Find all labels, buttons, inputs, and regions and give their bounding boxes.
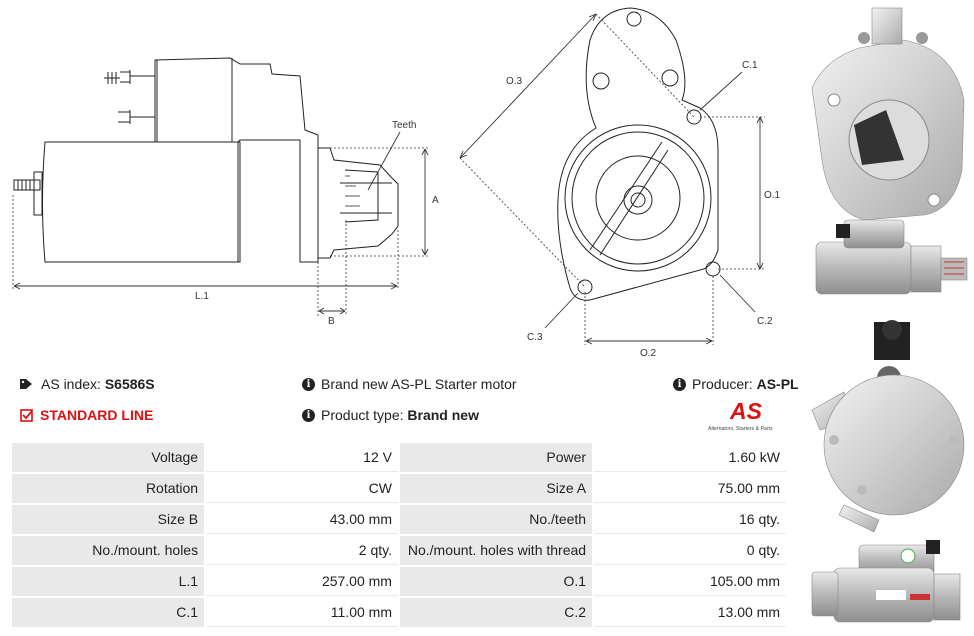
dimension-a-label: A bbox=[432, 195, 439, 206]
product-type-label: Product type: bbox=[321, 407, 404, 423]
flange-outline bbox=[557, 7, 719, 301]
photo-flange-front bbox=[811, 7, 965, 221]
spec-key: No./teeth bbox=[399, 505, 593, 534]
checkbox-icon bbox=[20, 408, 33, 422]
dimension-l1-label: L.1 bbox=[195, 291, 209, 302]
spec-key: Size A bbox=[399, 474, 593, 503]
teeth-label: Teeth bbox=[392, 120, 416, 131]
technical-drawing: Teeth A L.1 B O.3 C.1 bbox=[12, 7, 781, 359]
brand-label: Brand new AS-PL Starter motor bbox=[321, 376, 517, 392]
dimension-c1-label: C.1 bbox=[742, 60, 758, 71]
svg-text:Alternators, Starters & Parts: Alternators, Starters & Parts bbox=[708, 426, 773, 432]
spec-value: 257.00 mm bbox=[206, 567, 398, 596]
dimension-c3-label: C.3 bbox=[527, 332, 543, 343]
info-icon: i bbox=[302, 377, 315, 391]
motor-body-outline bbox=[42, 141, 241, 263]
spec-key: No./mount. holes bbox=[12, 536, 205, 565]
producer-label: Producer: bbox=[692, 376, 753, 392]
dimension-b-label: B bbox=[328, 316, 335, 327]
spec-value: 2 qty. bbox=[206, 536, 398, 565]
spec-value: 13.00 mm bbox=[594, 598, 786, 627]
photo-side-view bbox=[815, 219, 968, 295]
as-pl-logo: AS Alternators, Starters & Parts bbox=[708, 398, 773, 432]
spec-key: C.2 bbox=[399, 598, 593, 627]
spec-key: L.1 bbox=[12, 567, 205, 596]
as-index-label: AS index: bbox=[41, 376, 101, 392]
solenoid-outline bbox=[154, 57, 319, 263]
product-photos bbox=[811, 7, 968, 623]
dimension-c2-label: C.2 bbox=[757, 316, 773, 327]
info-icon: i bbox=[673, 377, 686, 391]
dimension-o3-label: O.3 bbox=[506, 76, 523, 87]
svg-text:AS: AS bbox=[729, 398, 763, 424]
brand-row: i Brand new AS-PL Starter motor bbox=[302, 376, 517, 392]
spec-value: 43.00 mm bbox=[206, 505, 398, 534]
tag-icon bbox=[20, 379, 32, 389]
product-type-value: Brand new bbox=[407, 407, 479, 423]
photo-side-view-2 bbox=[811, 540, 961, 623]
spec-value: 1.60 kW bbox=[594, 443, 786, 472]
spec-value: 75.00 mm bbox=[594, 474, 786, 503]
spec-key: C.1 bbox=[12, 598, 205, 627]
spec-value: 105.00 mm bbox=[594, 567, 786, 596]
spec-key: Power bbox=[399, 443, 593, 472]
product-type-row: i Product type: Brand new bbox=[302, 407, 479, 423]
spec-key: Rotation bbox=[12, 474, 205, 503]
photo-rear-view bbox=[811, 320, 965, 533]
spec-key: Size B bbox=[12, 505, 205, 534]
as-index-row: AS index: S6586S bbox=[20, 376, 155, 392]
dimension-o2-label: O.2 bbox=[640, 348, 657, 359]
producer-value: AS-PL bbox=[756, 376, 799, 392]
spec-key: Voltage bbox=[12, 443, 205, 472]
standard-line-label: STANDARD LINE bbox=[40, 407, 154, 423]
spec-value: 16 qty. bbox=[594, 505, 786, 534]
spec-value: CW bbox=[206, 474, 398, 503]
info-icon: i bbox=[302, 408, 315, 422]
as-index-value: S6586S bbox=[104, 376, 155, 392]
spec-value: 0 qty. bbox=[594, 536, 786, 565]
spec-value: 12 V bbox=[206, 443, 398, 472]
spec-value: 11.00 mm bbox=[206, 598, 398, 627]
standard-line-row: STANDARD LINE bbox=[20, 407, 153, 423]
producer-row: i Producer: AS-PL bbox=[673, 376, 799, 392]
spec-key: O.1 bbox=[399, 567, 593, 596]
dimension-o1-label: O.1 bbox=[764, 190, 781, 201]
spec-key: No./mount. holes with thread bbox=[399, 536, 593, 565]
